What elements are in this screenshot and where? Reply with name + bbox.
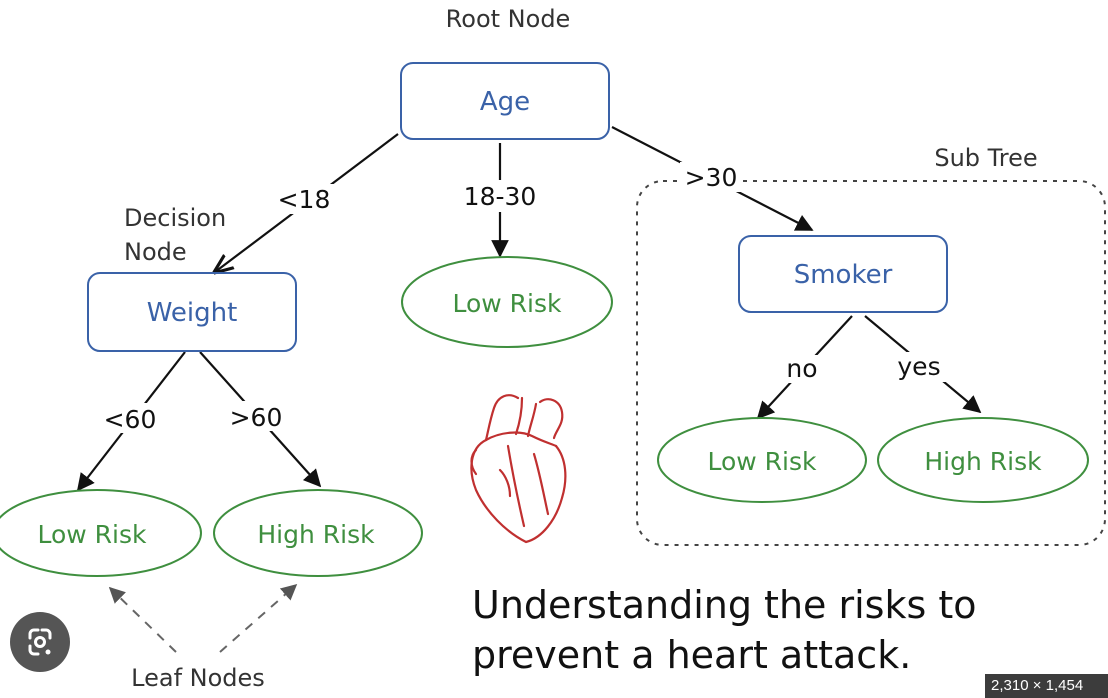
anatomical-heart-icon: [470, 394, 567, 544]
leaf-smoker-high-risk: [877, 417, 1089, 503]
node-smoker: [738, 235, 948, 313]
leaf-nodes-annotation: Leaf Nodes: [131, 664, 265, 692]
edge-label-gt30: >30: [685, 163, 738, 192]
leaf-pointer-left: [108, 586, 177, 653]
lens-search-button[interactable]: [10, 612, 70, 672]
edge-label-yes: yes: [897, 352, 940, 381]
decision-node-annotation-line1: Decision: [124, 204, 226, 232]
leaf-pointer-right: [219, 583, 298, 653]
image-size-badge: 2,310 × 1,454: [985, 674, 1108, 698]
root-node-annotation: Root Node: [446, 5, 571, 33]
leaf-age-low-risk-label: Low Risk: [453, 289, 563, 318]
node-age: [400, 62, 610, 140]
decision-node-annotation-line2: Node: [124, 238, 187, 266]
node-age-label: Age: [480, 87, 530, 117]
leaf-weight-low-risk-label: Low Risk: [38, 520, 148, 549]
leaf-weight-low-risk: [0, 489, 202, 577]
leaf-smoker-low-risk-label: Low Risk: [708, 447, 818, 476]
edge-label-no: no: [786, 354, 817, 383]
sub-tree-annotation: Sub Tree: [934, 144, 1037, 172]
google-lens-icon: [28, 628, 52, 656]
leaf-weight-high-risk-label: High Risk: [257, 520, 375, 549]
edge-label-18-30: 18-30: [464, 182, 537, 211]
node-weight: [87, 272, 297, 352]
edge-label-lt60: <60: [104, 405, 157, 434]
subtree-region: [636, 180, 1106, 546]
leaf-weight-high-risk: [213, 489, 423, 577]
node-weight-label: Weight: [147, 298, 238, 328]
leaf-smoker-low-risk: [657, 417, 867, 503]
caption-line1: Understanding the risks to: [472, 583, 977, 627]
edge-label-gt60: >60: [230, 403, 283, 432]
caption-line2: prevent a heart attack.: [472, 633, 911, 677]
edge-label-lt18: <18: [278, 185, 331, 214]
leaf-age-low-risk: [401, 256, 613, 348]
leaf-smoker-high-risk-label: High Risk: [924, 447, 1042, 476]
node-smoker-label: Smoker: [794, 260, 893, 290]
